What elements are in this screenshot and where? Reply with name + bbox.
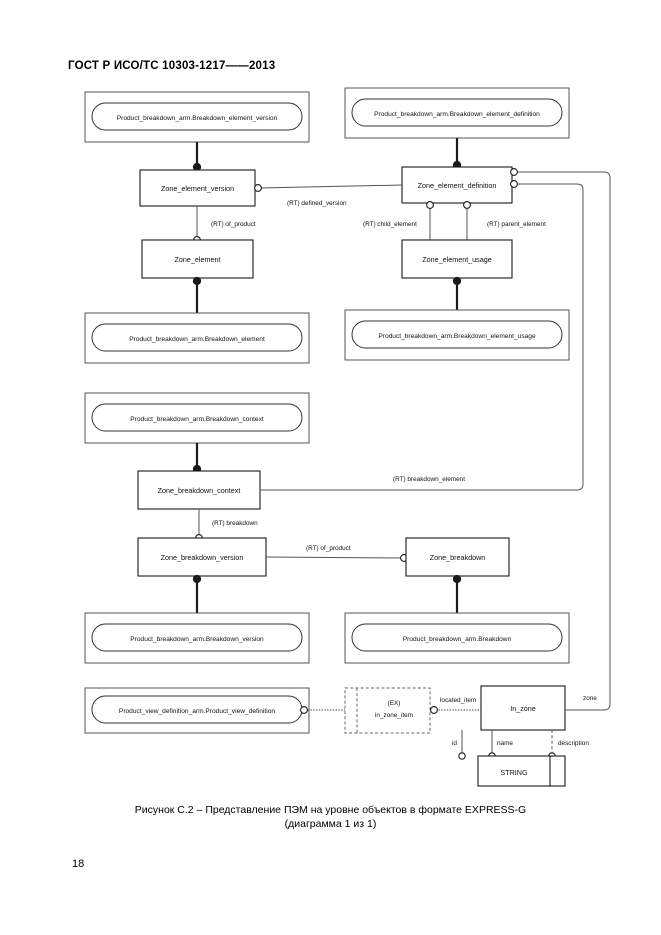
page-number: 18 bbox=[72, 858, 85, 870]
schema-ref-breakdown-element: Product_breakdown_arm.Breakdown_element bbox=[84, 312, 310, 364]
edge-label-breakdown: (RT) breakdown bbox=[212, 520, 258, 527]
schema-ref-breakdown-element-version: Product_breakdown_arm.Breakdown_element_… bbox=[84, 91, 310, 143]
entity-label: Zone_breakdown bbox=[430, 553, 486, 562]
schema-ref-breakdown-version: Product_breakdown_arm.Breakdown_version bbox=[84, 612, 310, 664]
figure-caption: Рисунок С.2 – Представление ПЭМ на уровн… bbox=[0, 803, 661, 831]
schema-ref-label: Product_breakdown_arm.Breakdown_version bbox=[130, 636, 264, 643]
edge-endpoint bbox=[463, 201, 471, 209]
link-dot bbox=[452, 574, 462, 584]
edge-label-of-product-bd: (RT) of_product bbox=[306, 545, 351, 552]
edge-label-of-product: (RT) of_product bbox=[211, 221, 256, 228]
edge-label-located-item: located_item bbox=[440, 697, 476, 704]
page-header: ГОСТ Р ИСО/ТС 10303-1217——2013 bbox=[68, 60, 276, 72]
entity-label: Zone_element_definition bbox=[418, 181, 497, 190]
entity-label: Zone_breakdown_version bbox=[161, 553, 244, 562]
entity-zone-element-version: Zone_element_version bbox=[139, 169, 256, 207]
schema-ref-label: Product_breakdown_arm.Breakdown_element bbox=[129, 336, 265, 343]
edge-endpoint bbox=[430, 706, 438, 714]
edge-label-breakdown-element: (RT) breakdown_element bbox=[393, 476, 465, 483]
schema-ref-label: Product_view_definition_arm.Product_view… bbox=[119, 708, 275, 715]
schema-ref-label: Product_breakdown_arm.Breakdown bbox=[403, 636, 512, 643]
schema-ref-label: Product_breakdown_arm.Breakdown_element_… bbox=[378, 333, 536, 340]
schema-ref-breakdown-context: Product_breakdown_arm.Breakdown_context bbox=[84, 392, 310, 444]
edge-zone bbox=[515, 171, 611, 711]
edge-breakdown-element bbox=[260, 183, 584, 491]
schema-ref-breakdown-element-definition: Product_breakdown_arm.Breakdown_element_… bbox=[344, 87, 570, 139]
attribute-label-id: id bbox=[452, 740, 457, 747]
entity-zone-breakdown-version: Zone_breakdown_version bbox=[137, 537, 267, 577]
select-type-kind: (EX) bbox=[388, 700, 401, 707]
figure-caption-line1: Рисунок С.2 – Представление ПЭМ на уровн… bbox=[134, 804, 527, 816]
attribute-label-name: name bbox=[497, 740, 513, 747]
link-dot bbox=[452, 276, 462, 286]
entity-zone-element-definition: Zone_element_definition bbox=[401, 166, 513, 204]
entity-zone-breakdown-context: Zone_breakdown_context bbox=[137, 470, 261, 510]
select-type-label: in_zone_item bbox=[375, 712, 413, 719]
schema-ref-label: Product_breakdown_arm.Breakdown_element_… bbox=[374, 111, 540, 118]
edge-endpoint bbox=[510, 168, 518, 176]
edge-endpoint bbox=[254, 184, 262, 192]
edge-endpoint bbox=[458, 752, 466, 760]
edge-label-zone: zone bbox=[583, 695, 597, 702]
entity-label: Zone_element_usage bbox=[422, 255, 492, 264]
schema-ref-label: Product_breakdown_arm.Breakdown_context bbox=[130, 416, 264, 423]
entity-label: Zone_breakdown_context bbox=[158, 486, 241, 495]
figure-caption-line2: (диаграмма 1 из 1) bbox=[284, 818, 377, 830]
entity-in-zone: In_zone bbox=[480, 685, 566, 731]
attribute-label-description: description bbox=[558, 740, 589, 747]
edge-endpoint bbox=[510, 180, 518, 188]
edge-endpoint bbox=[426, 201, 434, 209]
edge-label-parent-element: (RT) parent_element bbox=[487, 221, 546, 228]
entity-label: Zone_element_version bbox=[161, 184, 234, 193]
entity-zone-breakdown: Zone_breakdown bbox=[405, 537, 510, 577]
entity-label: Zone_element bbox=[175, 255, 221, 264]
schema-ref-label: Product_breakdown_arm.Breakdown_element_… bbox=[117, 115, 278, 122]
select-type-in-zone-item: (EX) in_zone_item bbox=[344, 687, 431, 734]
entity-label: In_zone bbox=[510, 704, 536, 713]
entity-zone-element: Zone_element bbox=[141, 239, 254, 279]
entity-string: STRING bbox=[477, 755, 566, 787]
schema-ref-breakdown-element-usage: Product_breakdown_arm.Breakdown_element_… bbox=[344, 309, 570, 361]
link-dot bbox=[192, 574, 202, 584]
edge-of-product-breakdown bbox=[265, 556, 405, 559]
edge-endpoint bbox=[300, 706, 308, 714]
link-dot bbox=[192, 276, 202, 286]
schema-ref-product-view-definition: Product_view_definition_arm.Product_view… bbox=[84, 687, 310, 734]
edge-label-child-element: (RT) child_element bbox=[363, 221, 417, 228]
express-g-diagram: Product_breakdown_arm.Breakdown_element_… bbox=[84, 87, 611, 787]
entity-zone-element-usage: Zone_element_usage bbox=[401, 239, 513, 279]
edge-label-defined-version: (RT) defined_version bbox=[287, 200, 347, 207]
edge-defined-version bbox=[258, 184, 403, 189]
entity-label: STRING bbox=[500, 768, 528, 777]
schema-ref-breakdown: Product_breakdown_arm.Breakdown bbox=[344, 612, 570, 664]
